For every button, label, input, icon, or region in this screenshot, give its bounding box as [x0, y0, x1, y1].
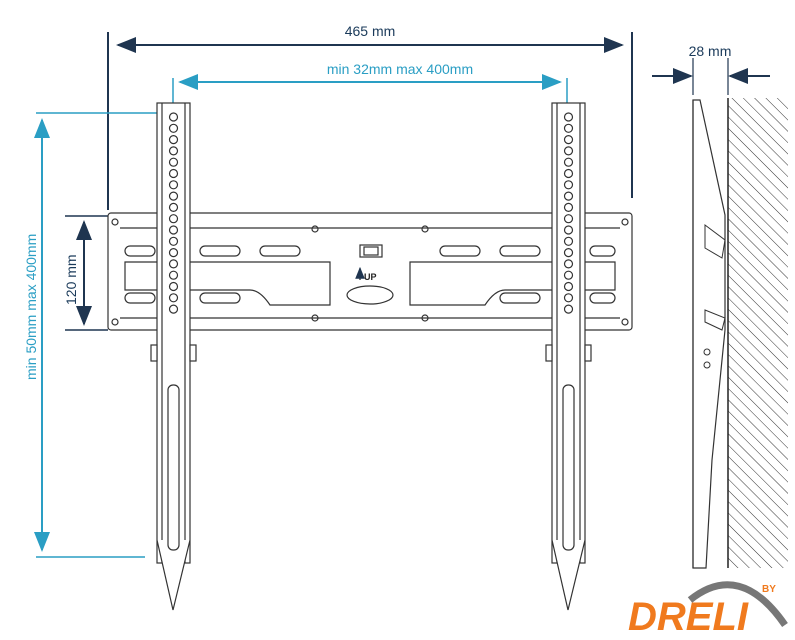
wall-plate: [107, 212, 633, 331]
right-arm: [545, 102, 592, 611]
logo-text: DRELI: [628, 595, 749, 639]
vesa-horizontal-dimension: min 32mm max 400mm: [172, 61, 568, 110]
dreli-logo: DRELI BY: [628, 581, 788, 639]
vesa-horizontal-label: min 32mm max 400mm: [327, 61, 473, 77]
left-arm: [150, 102, 197, 611]
depth-label: 28 mm: [689, 43, 732, 59]
plate-height-dimension: 120 mm: [63, 215, 108, 331]
up-indicator: UP: [355, 266, 377, 282]
side-view: 28 mm: [652, 43, 788, 569]
vesa-vertical-label: min 50mm max 400mm: [23, 234, 39, 380]
width-label: 465 mm: [345, 23, 396, 39]
vesa-vertical-dimension: min 50mm max 400mm: [23, 112, 160, 558]
vertical-arms: [150, 102, 592, 611]
plate-height-label: 120 mm: [63, 254, 79, 305]
up-label: UP: [364, 272, 377, 282]
width-dimension: 465 mm: [107, 23, 633, 210]
logo-by: BY: [762, 584, 776, 595]
